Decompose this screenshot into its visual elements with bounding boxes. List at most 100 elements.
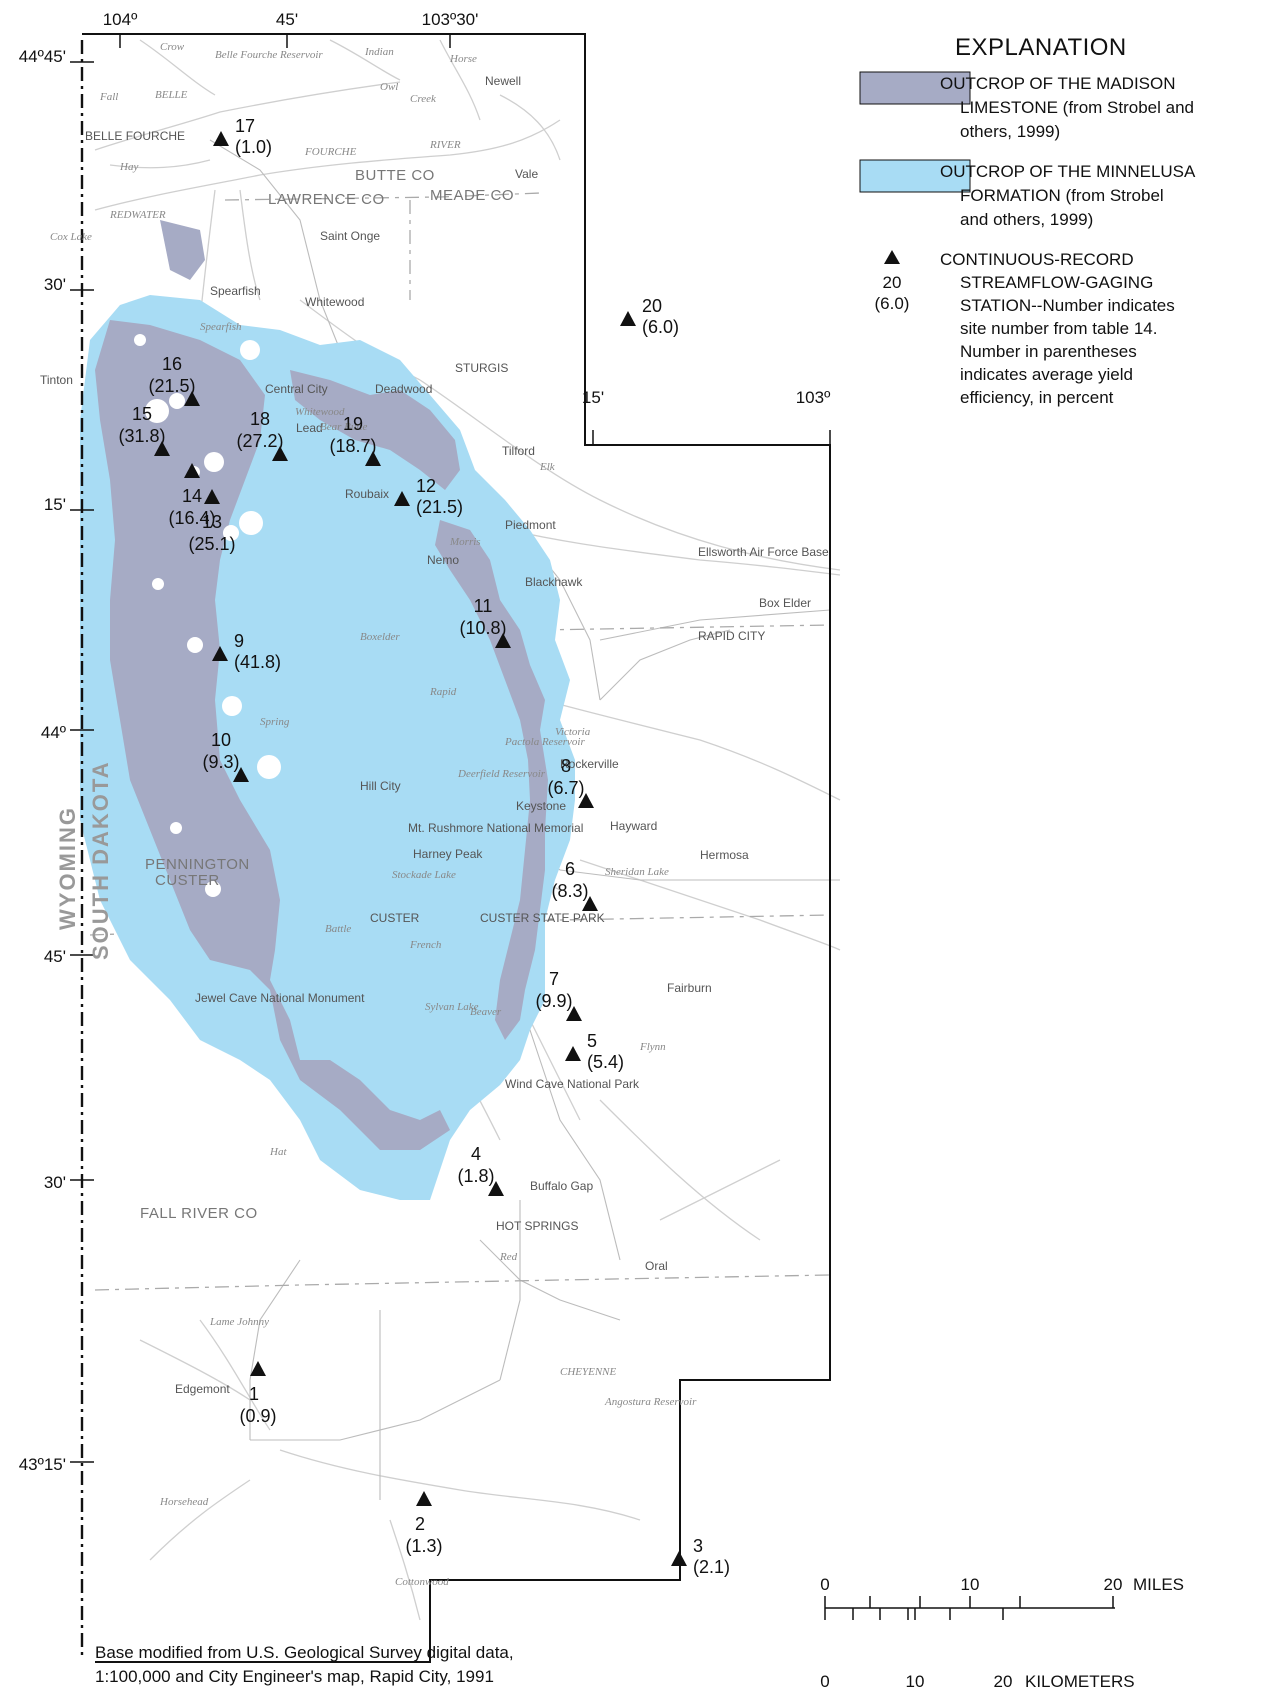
place-vale: Vale (515, 167, 538, 181)
place-deadwood: Deadwood (375, 382, 432, 396)
place-buffalo-gap: Buffalo Gap (530, 1179, 593, 1193)
station-6-number: 6 (565, 859, 575, 879)
coord-left-3: 44º (41, 723, 66, 742)
coord-left-5: 30' (44, 1173, 66, 1192)
station-1-triangle-icon (250, 1361, 266, 1376)
stream-label-35: Hat (269, 1146, 287, 1158)
station-7-triangle-icon (566, 1006, 582, 1021)
scale-km-20: 20 (994, 1672, 1013, 1691)
station-8-number: 8 (561, 756, 571, 776)
scale-miles-unit: MILES (1133, 1575, 1184, 1594)
stream-label-18: Rapid (429, 686, 457, 698)
station-10-triangle-icon (233, 767, 249, 782)
scale-miles-10: 10 (961, 1575, 980, 1594)
stream-label-26: Stockade Lake (392, 869, 456, 881)
station-11-triangle-icon (495, 633, 511, 648)
station-7-yield: (9.9) (535, 991, 572, 1011)
stream-label-17: Boxelder (360, 631, 400, 643)
stream-label-11: Cox Lake (50, 231, 92, 243)
station-20-number: 20 (642, 296, 662, 316)
stream-label-0: Crow (160, 41, 185, 53)
place-edgemont: Edgemont (175, 1382, 230, 1396)
place-jewel-cave-national-monument: Jewel Cave National Monument (195, 991, 365, 1005)
state-south-dakota: SOUTH DAKOTA (88, 760, 113, 960)
stream-label-2: Indian (364, 46, 394, 58)
station-15-number: 15 (132, 404, 152, 424)
station-19-number: 19 (343, 414, 363, 434)
stream-label-33: Horsehead (159, 1496, 209, 1508)
station-18-yield: (27.2) (236, 431, 283, 451)
legend-station-yield: (6.0) (875, 294, 910, 313)
station-10-number: 10 (211, 730, 231, 750)
place-hayward: Hayward (610, 819, 657, 833)
station-17-number: 17 (235, 116, 255, 136)
county-pennington: PENNINGTON (145, 856, 250, 873)
coord-inner-0: 15' (582, 388, 604, 407)
stream-label-10: REDWATER (109, 209, 166, 221)
coord-left-4: 45' (44, 947, 66, 966)
station-19-triangle-icon (365, 451, 381, 466)
minnelusa-line-2: FORMATION (from Strobel (960, 186, 1164, 205)
stream-label-15: Elk (539, 461, 556, 473)
outcrop-gap (223, 525, 239, 541)
scale-miles-0: 0 (820, 1575, 829, 1594)
outcrop-gap (152, 578, 164, 590)
credit-line-1: Base modified from U.S. Geological Surve… (95, 1643, 514, 1662)
station-17-triangle-icon (213, 131, 229, 146)
station-4-yield: (1.8) (457, 1166, 494, 1186)
scale-km-10: 10 (906, 1672, 925, 1691)
station-14-yield: (16.4) (168, 508, 215, 528)
station-8-triangle-icon (578, 793, 594, 808)
station-20-triangle-icon (620, 311, 636, 326)
station-8-yield: (6.7) (547, 778, 584, 798)
minnelusa-swatch (859, 159, 971, 193)
stream-label-16: Morris (449, 536, 481, 548)
station-9-yield: (41.8) (234, 652, 281, 672)
place-lead: Lead (296, 421, 323, 435)
place-newell: Newell (485, 74, 521, 88)
station-text-5: Number in parentheses (960, 342, 1137, 361)
scale-km-unit: KILOMETERS (1025, 1672, 1135, 1691)
station-19-yield: (18.7) (329, 436, 376, 456)
stream-label-36: Red (499, 1251, 518, 1263)
station-text-4: site number from table 14. (960, 319, 1157, 338)
station-7-number: 7 (549, 969, 559, 989)
station-15-yield: (31.8) (118, 426, 165, 446)
graticule-ticks (70, 34, 831, 1463)
stream-label-21: Spring (260, 716, 290, 728)
stream-label-32: Angostura Reservoir (604, 1396, 697, 1408)
stream-label-25: French (409, 939, 442, 951)
place-saint-onge: Saint Onge (320, 229, 380, 243)
coord-top-2: 103º30' (422, 10, 479, 29)
station-1-yield: (0.9) (239, 1406, 276, 1426)
station-4-triangle-icon (488, 1181, 504, 1196)
station-14-triangle-icon (184, 463, 200, 478)
stream-label-31: CHEYENNE (560, 1366, 617, 1378)
place-sturgis: STURGIS (455, 361, 508, 375)
place-piedmont: Piedmont (505, 518, 556, 532)
place-tinton: Tinton (40, 373, 73, 387)
state-wyoming: WYOMING (55, 806, 80, 930)
stream-label-3: Horse (449, 53, 477, 65)
outcrop-gap (169, 393, 185, 409)
madison-outcrop-0 (95, 320, 450, 1150)
stream-label-29: Flynn (639, 1041, 666, 1053)
legend: EXPLANATION OUTCROP OF THE MADISON LIMES… (859, 34, 1196, 407)
place-hermosa: Hermosa (700, 848, 749, 862)
station-12-number: 12 (416, 476, 436, 496)
gaging-stations: 1(0.9)2(1.3)3(2.1)4(1.8)5(5.4)6(8.3)7(9.… (118, 116, 730, 1577)
station-1-number: 1 (249, 1384, 259, 1404)
coord-top-0: 104º (103, 10, 138, 29)
coord-inner-1: 103º (796, 388, 831, 407)
stream-label-9: Hay (119, 161, 138, 173)
place-nemo: Nemo (427, 553, 459, 567)
outcrop-gap (239, 511, 263, 535)
county-lawrence-co: LAWRENCE CO (268, 191, 385, 208)
madison-line-3: others, 1999) (960, 122, 1060, 141)
outcrop-layer (80, 220, 575, 1200)
place-rapid-city: RAPID CITY (698, 629, 765, 643)
place-mt-rushmore-national-memorial: Mt. Rushmore National Memorial (408, 821, 583, 835)
scale-bar: 0 10 20 MILES 0 10 20 KILOMETERS (820, 1575, 1184, 1691)
